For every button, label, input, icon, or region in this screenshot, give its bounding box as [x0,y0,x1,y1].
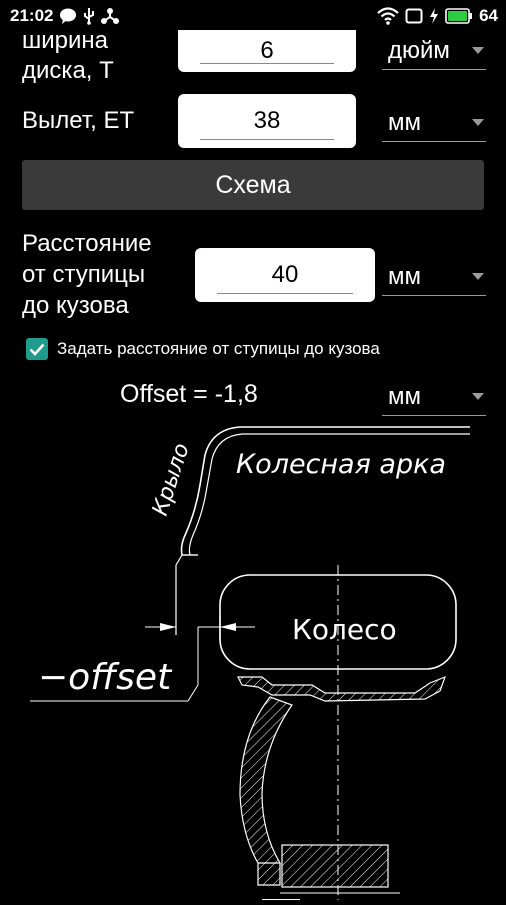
arch-outline-inner [188,433,470,556]
status-time: 21:02 [10,6,54,25]
rim-width-value: 6 [260,37,274,64]
rim-width-unit-value: дюйм [388,37,450,64]
usb-icon [83,7,95,25]
hub-outline [281,844,389,888]
arrow-left-icon [220,623,236,631]
arch-outline [180,426,470,556]
offset-et-value: 38 [253,107,281,134]
battery-icon [445,8,473,24]
chevron-down-icon [472,393,484,400]
offset-et-label: Вылет, ET [22,107,135,134]
wheel-arch-scheme: Крыло Колесная арка Колесо −offset [30,426,470,901]
offset-result-unit-value: мм [388,383,421,410]
offset-et-unit-select[interactable]: мм [382,104,486,142]
fender-label: Крыло [148,440,195,519]
battery-percent: 64 [479,6,498,25]
offset-et-input[interactable]: 38 [178,94,356,148]
rim-width-input[interactable]: 6 [178,30,356,72]
chat-icon [59,7,77,25]
offset-result: Offset = -1,8 [120,380,258,408]
offset-et-unit-value: мм [388,109,421,136]
share-icon [101,7,120,25]
rim-width-label: ширина диска, T [22,27,114,84]
hub-distance-value: 40 [271,261,299,288]
check-icon [29,343,45,356]
hub-distance-unit-select[interactable]: мм [382,258,486,296]
window-icon [405,8,423,24]
wifi-icon [377,7,399,25]
wheel-arch-label: Колесная арка [236,449,446,480]
rim-width-unit-select[interactable]: дюйм [382,32,486,70]
status-left: 21:02 [10,6,120,26]
set-distance-checkbox[interactable] [26,338,48,360]
status-bar: 21:02 64 [0,0,506,32]
chevron-down-icon [472,119,484,126]
offset-diagram: Крыло Колесная арка Колесо −offset [0,415,506,901]
hub-distance-input[interactable]: 40 [195,248,375,302]
status-right: 64 [377,6,498,26]
rim-disc [239,696,293,864]
hub-distance-unit-value: мм [388,263,421,290]
chevron-down-icon [472,273,484,280]
chevron-down-icon [472,47,484,54]
offset-result-unit-select[interactable]: мм [382,378,486,416]
arrow-right-icon [160,623,176,631]
scheme-button[interactable]: Схема [22,160,484,210]
wheel-label: Колесо [292,613,397,646]
minus-offset-label: −offset [38,657,173,698]
rim-flange [237,675,447,702]
hub-distance-label: Расстояние от ступицы до кузова [22,230,152,319]
charging-icon [429,8,439,24]
set-distance-label[interactable]: Задать расстояние от ступицы до кузова [57,339,380,358]
